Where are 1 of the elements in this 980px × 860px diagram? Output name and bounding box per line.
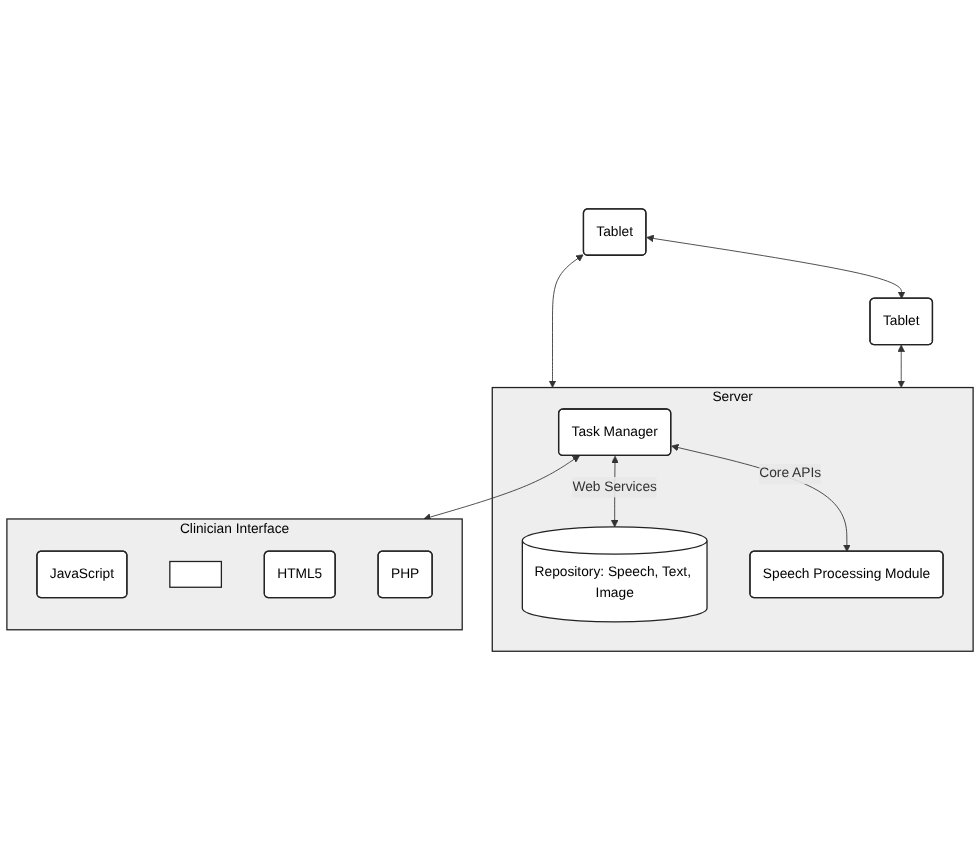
node-box: [169, 560, 223, 588]
